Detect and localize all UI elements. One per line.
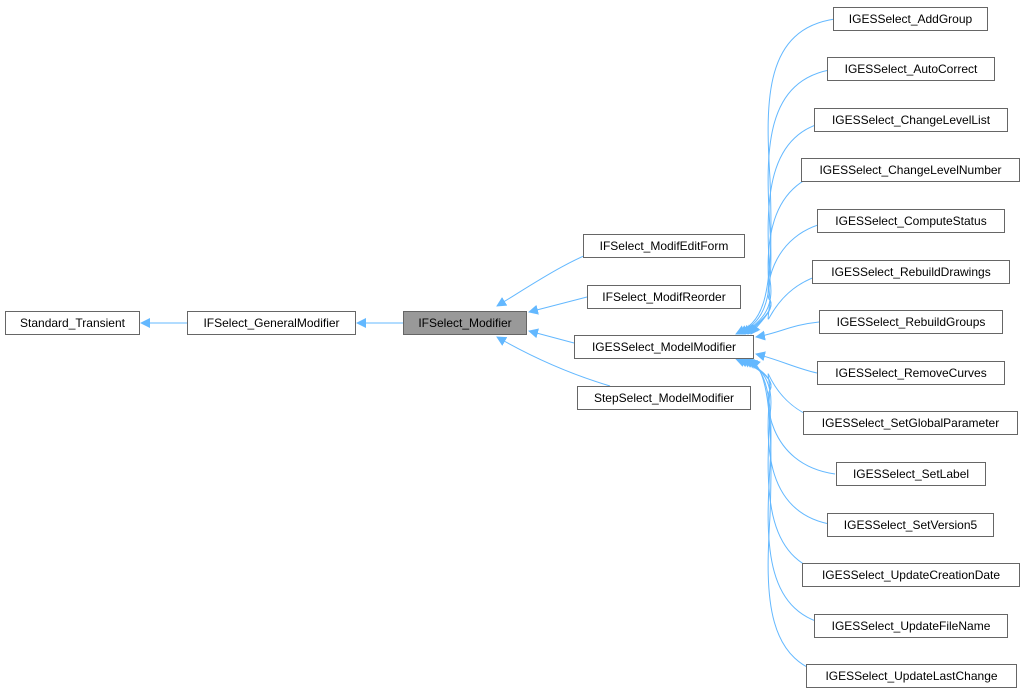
edge-auto-correct-to-igesmodel xyxy=(738,68,836,335)
node-igesselect-auto-correct[interactable]: IGESSelect_AutoCorrect xyxy=(827,57,995,81)
node-igesselect-change-level-list[interactable]: IGESSelect_ChangeLevelList xyxy=(814,108,1008,132)
node-igesselect-model-modifier[interactable]: IGESSelect_ModelModifier xyxy=(574,335,754,359)
node-igesselect-compute-status[interactable]: IGESSelect_ComputeStatus xyxy=(817,209,1005,233)
node-standard-transient[interactable]: Standard_Transient xyxy=(5,311,140,335)
node-ifselect-general-modifier[interactable]: IFSelect_GeneralModifier xyxy=(187,311,356,335)
node-igesselect-change-level-number[interactable]: IGESSelect_ChangeLevelNumber xyxy=(801,158,1020,182)
node-stepselect-model-modifier[interactable]: StepSelect_ModelModifier xyxy=(577,386,751,410)
node-igesselect-add-group[interactable]: IGESSelect_AddGroup xyxy=(833,7,988,31)
edge-update-last-change-to-igesmodel xyxy=(750,358,836,677)
node-igesselect-set-global-parameter[interactable]: IGESSelect_SetGlobalParameter xyxy=(803,411,1018,435)
edge-rebuild-groups-to-igesmodel xyxy=(755,321,820,341)
edge-stepmodel-to-modifier xyxy=(496,336,611,387)
node-igesselect-update-file-name[interactable]: IGESSelect_UpdateFileName xyxy=(814,614,1008,638)
node-igesselect-rebuild-drawings[interactable]: IGESSelect_RebuildDrawings xyxy=(812,260,1010,284)
node-ifselect-modifier: IFSelect_Modifier xyxy=(403,311,527,335)
edge-igesmodel-to-modifier xyxy=(528,328,575,344)
edge-change-level-list-to-igesmodel xyxy=(741,119,836,335)
edge-rebuild-drawings-to-igesmodel xyxy=(750,271,836,335)
node-igesselect-rebuild-groups[interactable]: IGESSelect_RebuildGroups xyxy=(819,310,1003,334)
node-igesselect-update-creation-date[interactable]: IGESSelect_UpdateCreationDate xyxy=(802,563,1020,587)
edge-set-version5-to-igesmodel xyxy=(741,358,836,526)
node-igesselect-set-version5[interactable]: IGESSelect_SetVersion5 xyxy=(827,513,994,537)
node-ifselect-modif-reorder[interactable]: IFSelect_ModifReorder xyxy=(587,285,741,309)
edge-reorder-to-modifier xyxy=(528,296,588,315)
node-igesselect-set-label[interactable]: IGESSelect_SetLabel xyxy=(836,462,986,486)
edge-remove-curves-to-igesmodel xyxy=(755,351,818,374)
node-igesselect-remove-curves[interactable]: IGESSelect_RemoveCurves xyxy=(817,361,1005,385)
node-igesselect-update-last-change[interactable]: IGESSelect_UpdateLastChange xyxy=(806,664,1017,688)
edge-add-group-to-igesmodel xyxy=(735,18,836,335)
edge-update-creation-date-to-igesmodel xyxy=(744,358,836,576)
node-ifselect-modif-edit-form[interactable]: IFSelect_ModifEditForm xyxy=(583,234,745,258)
